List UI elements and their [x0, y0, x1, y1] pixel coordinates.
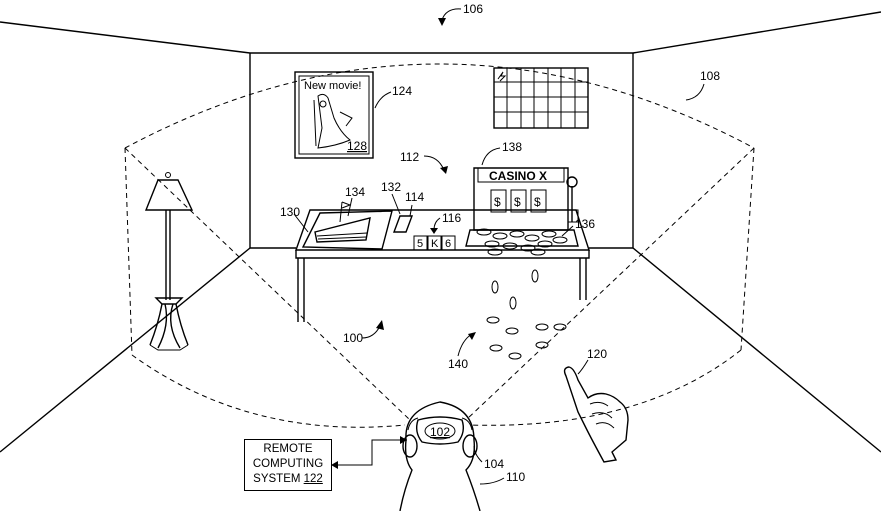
slot-machine: CASINO X $ $ $ [465, 167, 579, 247]
remote-box-line2: COMPUTING [252, 458, 324, 470]
card-1: 5 [417, 238, 423, 250]
slot-title: CASINO X [489, 169, 547, 183]
ref-106: 106 [463, 2, 483, 16]
remote-computing-system-box: REMOTE COMPUTING SYSTEM 122 [244, 439, 332, 491]
ref-132: 132 [381, 180, 401, 194]
ref-128: 128 [347, 139, 367, 153]
ref-140: 140 [448, 357, 468, 371]
ref-110: 110 [506, 470, 525, 484]
user-hand [563, 366, 629, 463]
floor-lamp [144, 172, 194, 351]
reel-3: $ [534, 195, 541, 209]
field-of-view [124, 63, 755, 428]
coins [476, 228, 568, 360]
remote-box-line3-prefix: SYSTEM [253, 473, 304, 485]
ref-116: 116 [442, 211, 461, 225]
card-2: K [431, 238, 439, 250]
reel-2: $ [514, 195, 521, 209]
ref-100: 100 [343, 331, 363, 345]
table [295, 209, 590, 322]
ref-124: 124 [392, 84, 412, 98]
ref-108: 108 [700, 69, 720, 83]
sandwich-plate [301, 201, 393, 250]
movie-poster: New movie! 128 [294, 71, 374, 159]
connection-arrow [331, 436, 407, 469]
remote-box-line3: SYSTEM 122 [245, 472, 331, 487]
ref-130: 130 [280, 205, 300, 219]
phone [392, 215, 414, 233]
ref-114: 114 [405, 190, 424, 204]
ref-122: 122 [303, 473, 323, 485]
ref-138: 138 [502, 140, 522, 154]
ref-104: 104 [484, 457, 504, 471]
ref-112: 112 [400, 150, 419, 164]
remote-box-line1: REMOTE [263, 443, 313, 455]
ref-134: 134 [345, 185, 365, 199]
ref-120: 120 [587, 347, 607, 361]
user-head: 102 [399, 401, 481, 511]
playing-cards: 5 K 6 [413, 235, 456, 251]
wall-calendar [493, 67, 589, 129]
poster-text: New movie! [304, 80, 361, 92]
card-3: 6 [445, 238, 451, 250]
ref-102: 102 [430, 425, 450, 439]
ref-136: 136 [575, 217, 595, 231]
room-walls [0, 11, 881, 453]
reel-1: $ [494, 195, 501, 209]
